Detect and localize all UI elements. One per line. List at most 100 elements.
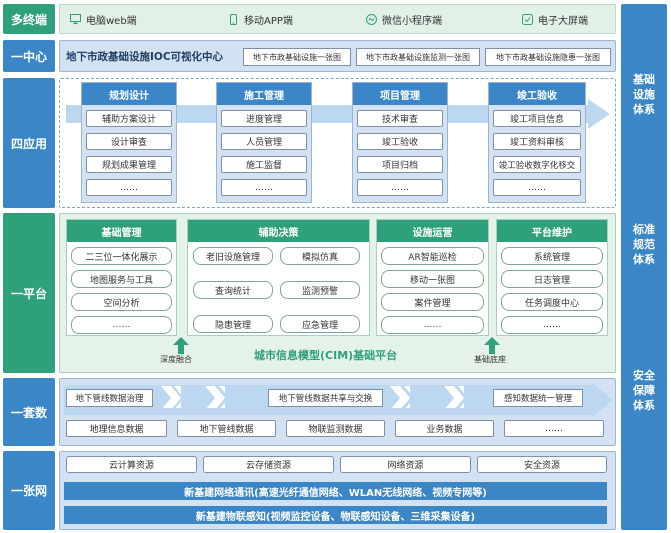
app-item: 竣工验收数字化移交 (493, 156, 581, 173)
right-label-security: 安全保障体系 (621, 368, 667, 413)
platform-item: 老旧设施管理 (193, 247, 273, 265)
apps-flow-arrow (66, 99, 610, 129)
right-label-security-text: 安全保障体系 (633, 369, 655, 412)
app-item: …… (493, 179, 581, 196)
center-tab-map: 地下市政基础设施一张图 (243, 48, 351, 66)
platform-item: 隐患管理 (193, 315, 273, 333)
platform-group-maintenance-title: 平台维护 (497, 220, 607, 242)
platform-item: 任务调度中心 (501, 293, 603, 311)
platform-group-basic-title: 基础管理 (67, 220, 176, 242)
up-arrow-icon (484, 337, 500, 354)
chevrons-icon (390, 386, 410, 408)
row-label-center: 一中心 (3, 40, 55, 72)
data-set-pipeline: 地下管线数据 (177, 420, 276, 437)
app-item: 竣工项目信息 (493, 110, 581, 127)
terminal-bigscreen-label: 电子大屏端 (538, 15, 588, 27)
platform-item: 移动一张图 (381, 270, 484, 288)
terminal-app: 移动APP端 (228, 9, 293, 29)
chevrons-icon (444, 386, 464, 408)
right-systems-column: 基础设施体系 标准规范体系 安全保障体系 (621, 4, 667, 530)
resource-network: 网络资源 (340, 456, 471, 473)
platform-right-note: 基础底座 (474, 355, 506, 364)
terminal-web-label: 电脑web端 (86, 15, 137, 27)
mini-program-icon (366, 13, 377, 25)
data-flow-sharing: 地下管线数据共享与交换 (268, 389, 383, 407)
platform-item: 二三位一体化展示 (71, 247, 172, 265)
row-label-terminals: 多终端 (3, 4, 55, 34)
app-item: 人员管理 (221, 133, 307, 150)
terminal-miniprogram-label: 微信小程序端 (382, 15, 442, 27)
terminal-app-label: 移动APP端 (244, 15, 293, 27)
app-item: …… (221, 179, 307, 196)
platform-group-decision: 辅助决策 老旧设施管理 模拟仿真 查询统计 监测预警 隐患管理 应急管理 (187, 219, 370, 336)
platform-left-note: 深度融合 (160, 355, 192, 364)
resource-security: 安全资源 (477, 456, 607, 473)
terminal-bigscreen: 电子大屏端 (522, 9, 588, 29)
platform-item: AR智能巡检 (381, 247, 484, 265)
data-flow-sensing: 感知数据统一管理 (493, 389, 583, 407)
row-label-apps: 四应用 (3, 78, 55, 208)
data-set-business: 业务数据 (395, 420, 494, 437)
resource-storage: 云存储资源 (203, 456, 334, 473)
cim-platform-title: 城市信息模型(CIM)基础平台 (254, 349, 398, 362)
platform-item: 模拟仿真 (280, 247, 360, 265)
platform-item: 地图服务与工具 (71, 270, 172, 288)
platform-item: 系统管理 (501, 247, 603, 265)
platform-item: 应急管理 (280, 315, 360, 333)
center-band: 地下市政基础设施IOC可视化中心 地下市政基础设施一张图 地下市政基础设施监测一… (59, 40, 616, 72)
app-item: 进度管理 (221, 110, 307, 127)
platform-group-maintenance: 平台维护 系统管理 日志管理 任务调度中心 …… (496, 219, 608, 336)
chevrons-icon (205, 386, 225, 408)
terminals-band: 电脑web端 移动APP端 微信小程序端 电子大屏端 (59, 4, 616, 34)
network-comm-bar: 新基建网络通讯(高速光纤通信网络、WLAN无线网络、视频专网等) (64, 482, 607, 500)
bigscreen-icon (522, 13, 533, 25)
data-flow-governance: 地下管线数据治理 (66, 389, 153, 407)
app-item: 设计审查 (86, 133, 172, 150)
monitor-icon (70, 13, 81, 25)
terminal-miniprogram: 微信小程序端 (366, 9, 442, 29)
app-col-acceptance: 竣工验收 竣工项目信息 竣工资料审核 竣工验收数字化移交 …… (488, 82, 586, 203)
row-label-data: 一套数 (3, 378, 55, 446)
data-set-more: …… (504, 420, 604, 437)
row-label-platform: 一平台 (3, 213, 55, 373)
app-item: …… (357, 179, 443, 196)
app-col-project: 项目管理 技术审查 竣工验收 项目归档 …… (352, 82, 448, 203)
platform-group-basic: 基础管理 二三位一体化展示 地图服务与工具 空间分析 …… (66, 219, 177, 336)
resource-compute: 云计算资源 (66, 456, 197, 473)
platform-group-operation-title: 设施运营 (377, 220, 488, 242)
app-col-construction: 施工管理 进度管理 人员管理 施工监督 …… (216, 82, 312, 203)
app-col-construction-title: 施工管理 (217, 83, 311, 105)
app-col-project-title: 项目管理 (353, 83, 447, 105)
app-item: 竣工资料审核 (493, 133, 581, 150)
row-label-network: 一张网 (3, 451, 55, 530)
platform-group-operation: 设施运营 AR智能巡检 移动一张图 案件管理 …… (376, 219, 489, 336)
up-arrow-icon (173, 337, 189, 354)
app-item: 施工监督 (221, 156, 307, 173)
platform-item: 案件管理 (381, 293, 484, 311)
platform-item: …… (381, 316, 484, 334)
chevrons-icon (161, 386, 181, 408)
platform-item: 监测预警 (280, 281, 360, 299)
app-item: …… (86, 179, 172, 196)
center-tab-hazard: 地下市政基础设施隐患一张图 (485, 48, 611, 66)
app-item: 竣工验收 (357, 133, 443, 150)
center-tab-monitor: 地下市政基础设施监测一张图 (356, 48, 480, 66)
app-col-acceptance-title: 竣工验收 (489, 83, 585, 105)
platform-group-decision-title: 辅助决策 (188, 220, 369, 242)
right-label-infrastructure: 基础设施体系 (621, 72, 667, 117)
phone-icon (228, 13, 239, 25)
right-label-infrastructure-text: 基础设施体系 (633, 73, 655, 116)
platform-item: 查询统计 (193, 281, 273, 299)
right-label-standards-text: 标准规范体系 (633, 223, 655, 266)
platform-item: …… (501, 316, 603, 334)
app-col-planning: 规划设计 辅助方案设计 设计审查 规划成果管理 …… (81, 82, 177, 203)
right-label-standards: 标准规范体系 (621, 222, 667, 267)
terminal-web: 电脑web端 (70, 9, 137, 29)
app-item: 技术审查 (357, 110, 443, 127)
center-title: 地下市政基础设施IOC可视化中心 (66, 51, 224, 63)
app-item: 项目归档 (357, 156, 443, 173)
network-iot-bar: 新基建物联感知(视频监控设备、物联感知设备、三维采集设备) (64, 506, 607, 524)
platform-item: …… (71, 316, 172, 334)
platform-item: 日志管理 (501, 270, 603, 288)
